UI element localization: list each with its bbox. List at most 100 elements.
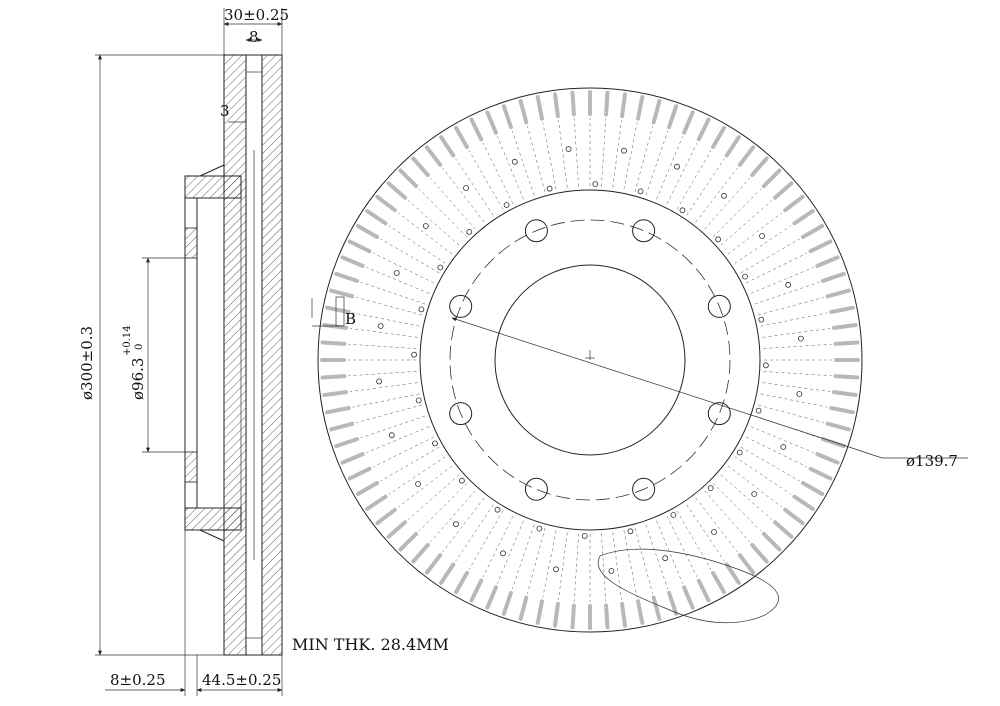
stud-hole <box>524 477 548 501</box>
cooling-slot <box>724 135 741 158</box>
cooling-slot <box>411 156 430 177</box>
radial-vane-line <box>666 515 698 578</box>
cooling-slot <box>325 305 351 314</box>
cooling-slots <box>320 90 860 630</box>
cooling-slot <box>485 585 498 610</box>
drilled-hole <box>511 158 518 165</box>
cooling-slot <box>501 590 513 616</box>
cooling-slot <box>320 374 347 380</box>
radial-vane-line <box>468 510 504 570</box>
cooling-slot <box>724 562 741 585</box>
radial-vane-line <box>366 267 430 294</box>
drilled-hole <box>751 491 758 497</box>
drilled-hole <box>785 281 792 288</box>
pilot-upper <box>184 227 198 259</box>
cooling-slot <box>792 209 815 226</box>
cooling-slot <box>636 599 645 625</box>
cooling-slot <box>322 323 349 330</box>
radial-vane-line <box>656 520 683 584</box>
cooling-slot <box>833 374 860 380</box>
cooling-slot <box>737 553 756 575</box>
inboard-plate <box>261 54 283 656</box>
cooling-slot <box>398 168 419 189</box>
cooling-slot <box>808 466 833 481</box>
cooling-slot <box>620 92 627 119</box>
radial-vane-line <box>686 504 725 562</box>
drilled-hole <box>565 146 572 153</box>
drilled-hole <box>796 391 803 397</box>
radial-vane-line <box>558 120 568 188</box>
hat-bottom-wall <box>184 507 242 531</box>
radial-vane-line <box>763 371 832 377</box>
cooling-slot <box>651 99 662 125</box>
drilled-hole <box>376 378 383 385</box>
cooling-slot <box>320 340 347 346</box>
cooling-slot <box>535 599 544 625</box>
cooling-slot <box>570 90 576 117</box>
stud-hole <box>707 402 731 426</box>
drilled-hole <box>463 185 469 191</box>
radial-vane-line <box>704 177 750 230</box>
stud-hole <box>707 294 731 318</box>
drilled-hole <box>711 529 717 535</box>
radial-vane-line <box>430 177 476 230</box>
radial-vane-line <box>763 343 832 349</box>
drilled-hole <box>422 223 429 229</box>
cooling-slot <box>485 110 498 135</box>
radial-vane-line <box>352 312 420 327</box>
cooling-slot <box>424 145 443 167</box>
radial-vane-line <box>573 533 579 602</box>
radial-vane-line <box>634 126 653 192</box>
dim-bolt-circle: ø139.7 <box>906 452 958 470</box>
radial-vane-line <box>380 446 440 482</box>
cooling-slot <box>469 117 484 142</box>
cooling-slot <box>801 481 825 496</box>
radial-vane-line <box>676 510 712 570</box>
cooling-slot <box>808 239 833 254</box>
radial-vane-line <box>754 281 820 305</box>
radial-vane-line <box>418 188 468 238</box>
radial-vane-line <box>468 150 504 210</box>
drilled-hole <box>780 444 787 450</box>
cooling-slot <box>711 125 726 149</box>
radial-vane-line <box>712 188 762 238</box>
radial-vane-line <box>720 474 773 520</box>
radial-vane-line <box>455 158 494 216</box>
dim-vane-gap: 8 <box>249 28 259 46</box>
cooling-slot <box>439 135 456 158</box>
radial-vane-line <box>740 446 800 482</box>
radial-vane-line <box>760 312 828 327</box>
cooling-slot <box>825 421 851 432</box>
drilled-hole <box>536 525 543 532</box>
radial-vane-line <box>542 530 557 598</box>
radial-vane-line <box>482 515 514 578</box>
radial-vane-line <box>356 297 422 316</box>
dim-hat-wall: 3 <box>220 102 230 120</box>
radial-vane-line <box>418 482 468 532</box>
cooling-slot <box>329 421 355 432</box>
radial-vane-line <box>734 456 792 495</box>
drilled-hole <box>503 202 510 208</box>
drilled-hole <box>621 147 627 154</box>
radial-vane-line <box>754 415 820 439</box>
radial-vane-line <box>750 426 814 453</box>
cooling-slot <box>355 224 379 239</box>
radial-vane-line <box>482 142 514 205</box>
cooling-slot <box>439 562 456 585</box>
dim-center-bore-tol-lower: 0 <box>134 344 145 350</box>
radial-vane-line <box>511 130 535 196</box>
stud-hole <box>524 219 548 243</box>
drilled-hole <box>377 323 384 329</box>
drilled-hole <box>674 163 680 170</box>
drilled-hole <box>758 316 765 323</box>
radial-vane-line <box>762 328 830 338</box>
radial-vane-line <box>442 167 485 223</box>
radial-vane-line <box>758 404 824 423</box>
radial-vane-line <box>397 465 453 508</box>
cooling-slot <box>501 104 513 130</box>
stud-hole <box>449 294 473 318</box>
cooling-slot <box>365 494 388 511</box>
cooling-slot <box>711 571 726 595</box>
cooling-slot <box>696 578 711 603</box>
drilled-hole <box>418 306 425 313</box>
